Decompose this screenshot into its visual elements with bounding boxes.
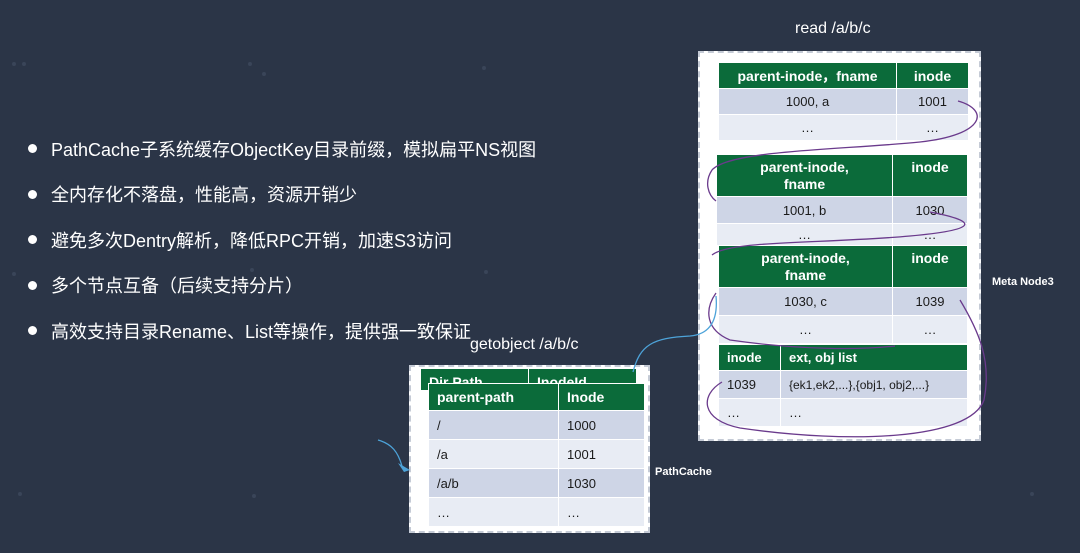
- column-header: parent-inode, fname: [716, 154, 893, 197]
- bullet-dot-icon: [28, 326, 37, 336]
- table-cell: …: [558, 497, 645, 527]
- column-header: inode: [718, 344, 781, 371]
- column-header: inode: [896, 62, 969, 89]
- background-dot: [252, 494, 256, 498]
- table-cell: …: [896, 114, 969, 141]
- background-dot: [22, 62, 26, 66]
- table-row: … …: [716, 223, 968, 246]
- read-caption: read /a/b/c: [795, 20, 871, 37]
- meta-table-1: parent-inode，fname inode 1000, a 1001 … …: [718, 62, 969, 141]
- table-row: 1000, a 1001: [718, 88, 969, 115]
- background-dot: [484, 270, 488, 274]
- bullet-text: 避免多次Dentry解析，降低RPC开销，加速S3访问: [51, 230, 453, 251]
- table-cell: …: [718, 398, 781, 427]
- table-row: … …: [718, 398, 968, 427]
- table-cell: {ek1,ek2,...},{obj1, obj2,...}: [780, 370, 968, 399]
- path-cache-label: PathCache: [655, 466, 712, 478]
- bullet-item: 高效支持目录Rename、List等操作，提供强一致保证: [28, 308, 536, 354]
- meta-table-4: inode ext, obj list 1039 {ek1,ek2,...},{…: [718, 344, 968, 427]
- table-cell: 1001: [896, 88, 969, 115]
- table-cell: …: [428, 497, 559, 527]
- meta-table-2: parent-inode, fname inode 1001, b 1030 ……: [716, 154, 968, 246]
- link-arrow-to-pathcache: [377, 439, 403, 467]
- table-cell: 1001, b: [716, 196, 893, 224]
- getobject-caption: getobject /a/b/c: [470, 336, 579, 353]
- table-cell: /a: [428, 439, 559, 469]
- background-dot: [18, 492, 22, 496]
- bullet-dot-icon: [28, 144, 37, 154]
- table-cell: …: [780, 398, 968, 427]
- background-dot: [482, 66, 486, 70]
- table-row: … …: [718, 114, 969, 141]
- table-cell: 1001: [558, 439, 645, 469]
- bullet-text: 多个节点互备（后续支持分片）: [51, 276, 303, 297]
- bullet-text: 全内存化不落盘，性能高，资源开销少: [51, 185, 357, 206]
- table-cell: 1000: [558, 410, 645, 440]
- table-cell: 1039: [718, 370, 781, 399]
- bullet-text: PathCache子系统缓存ObjectKey目录前缀，模拟扁平NS视图: [51, 139, 537, 160]
- table-cell: …: [718, 114, 897, 141]
- bullet-dot-icon: [28, 280, 37, 290]
- table-row: … …: [718, 315, 968, 344]
- bullet-item: PathCache子系统缓存ObjectKey目录前缀，模拟扁平NS视图: [28, 126, 536, 172]
- column-header: inode: [892, 154, 968, 197]
- table-row: 1030, c 1039: [718, 287, 968, 316]
- table-cell: …: [716, 223, 893, 246]
- table-row: /a/b 1030: [428, 468, 645, 498]
- table-row: … …: [428, 497, 645, 527]
- path-table-front: parent-path Inode / 1000 /a 1001 /a/b 10…: [428, 383, 645, 527]
- bullet-item: 全内存化不落盘，性能高，资源开销少: [28, 172, 536, 218]
- column-header: parent-inode，fname: [718, 62, 897, 89]
- meta-table-3: parent-inode, fname inode 1030, c 1039 ……: [718, 245, 968, 344]
- column-header: inode: [892, 245, 968, 288]
- table-cell: /: [428, 410, 559, 440]
- table-row: /a 1001: [428, 439, 645, 469]
- bullet-dot-icon: [28, 235, 37, 245]
- table-cell: 1000, a: [718, 88, 897, 115]
- column-header: ext, obj list: [780, 344, 968, 371]
- meta-node-label: Meta Node3: [992, 276, 1054, 288]
- table-row: 1039 {ek1,ek2,...},{obj1, obj2,...}: [718, 370, 968, 399]
- column-header: Inode: [558, 383, 645, 411]
- bullet-dot-icon: [28, 189, 37, 199]
- table-cell: …: [718, 315, 893, 344]
- table-cell: 1030: [558, 468, 645, 498]
- table-cell: …: [892, 223, 968, 246]
- background-dot: [12, 62, 16, 66]
- bullet-text: 高效支持目录Rename、List等操作，提供强一致保证: [51, 321, 472, 342]
- background-dot: [250, 268, 254, 272]
- background-dot: [248, 62, 252, 66]
- table-cell: …: [892, 315, 968, 344]
- bullet-item: 避免多次Dentry解析，降低RPC开销，加速S3访问: [28, 217, 536, 263]
- column-header: parent-path: [428, 383, 559, 411]
- bullet-item: 多个节点互备（后续支持分片）: [28, 263, 536, 309]
- table-cell: 1039: [892, 287, 968, 316]
- table-row: / 1000: [428, 410, 645, 440]
- column-header: parent-inode, fname: [718, 245, 893, 288]
- table-row: 1001, b 1030: [716, 196, 968, 224]
- table-cell: 1030, c: [718, 287, 893, 316]
- background-dot: [1030, 492, 1034, 496]
- background-dot: [12, 272, 16, 276]
- feature-bullet-list: PathCache子系统缓存ObjectKey目录前缀，模拟扁平NS视图 全内存…: [28, 126, 536, 354]
- background-dot: [262, 72, 266, 76]
- table-cell: /a/b: [428, 468, 559, 498]
- table-cell: 1030: [892, 196, 968, 224]
